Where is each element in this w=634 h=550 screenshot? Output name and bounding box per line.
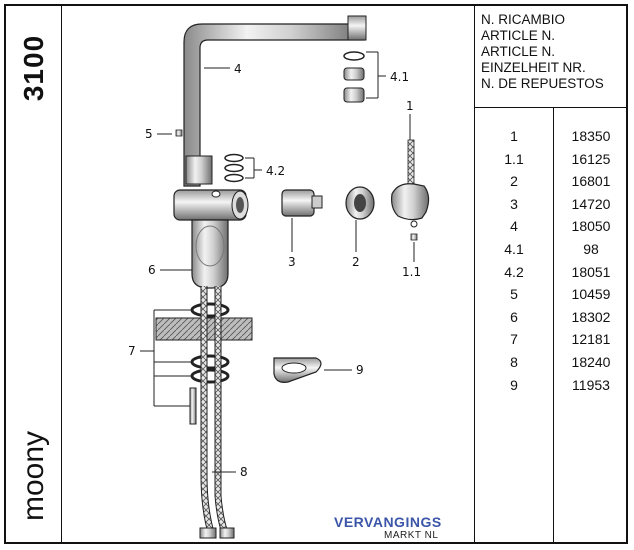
watermark-logo: VERVANGINGS MARKT NL — [334, 514, 454, 541]
callout-3: 3 — [288, 255, 296, 269]
header-line-german: EINZELHEIT NR. — [481, 60, 586, 75]
article-number: 18051 — [571, 263, 611, 280]
callout-1: 1 — [406, 99, 414, 113]
callout-1-1: 1.1 — [402, 265, 421, 279]
callout-9: 9 — [356, 363, 364, 377]
spout-part — [183, 15, 367, 187]
leader-lines — [140, 51, 415, 473]
bracket-part — [273, 357, 322, 383]
part-number: 7 — [510, 331, 518, 348]
table-row: 7 12181 — [475, 329, 627, 352]
article-number: 18350 — [571, 128, 611, 144]
table-row: 1 18350 — [475, 126, 627, 149]
table-row: 1.1 16125 — [475, 149, 627, 172]
article-number: 14720 — [571, 195, 611, 212]
grub-screw-part — [175, 129, 183, 137]
callout-7: 7 — [128, 344, 136, 358]
watermark-line-1: VERVANGINGS — [334, 514, 442, 530]
table-row: 5 10459 — [475, 284, 627, 307]
article-number: 11953 — [572, 376, 610, 393]
watermark-line-2: MARKT NL — [384, 530, 439, 541]
table-row: 9 11953 — [475, 375, 627, 398]
callout-4: 4 — [234, 62, 242, 76]
model-side-column: 3100 moony — [6, 6, 62, 542]
header-line-english: ARTICLE N. — [481, 28, 556, 43]
aerator-set-part — [343, 51, 365, 103]
column-divider — [553, 108, 554, 542]
exploded-view-sheet: 3100 moony — [4, 4, 628, 544]
part-number: 3 — [510, 195, 518, 212]
part-number: 1 — [510, 128, 518, 144]
article-number: 16125 — [571, 150, 611, 167]
table-row: 2 16801 — [475, 171, 627, 194]
article-number: 18240 — [571, 353, 611, 370]
part-number: 9 — [510, 376, 518, 393]
part-number: 8 — [510, 353, 518, 370]
callout-4-1: 4.1 — [390, 70, 409, 84]
part-number: 1.1 — [504, 150, 524, 167]
flex-hoses-part — [199, 286, 235, 539]
header-line-spanish: N. DE REPUESTOS — [481, 76, 604, 91]
exploded-diagram: 4 4.1 5 4.2 1 1.1 3 2 6 7 9 8 — [62, 6, 474, 542]
article-number: 18302 — [571, 308, 611, 325]
callout-4-2: 4.2 — [266, 164, 285, 178]
table-row: 4 18050 — [475, 216, 627, 239]
callout-5: 5 — [145, 127, 153, 141]
article-number: 12181 — [571, 331, 611, 348]
part-number: 6 — [510, 308, 518, 325]
table-row: 6 18302 — [475, 307, 627, 330]
mixer-body-part — [173, 189, 249, 221]
model-number: 3100 — [18, 34, 49, 102]
model-name: moony — [17, 430, 50, 522]
parts-table-rows: 1 18350 1.1 16125 2 16801 3 14720 4 18050 4.1… — [475, 126, 627, 397]
article-number: 18050 — [571, 218, 611, 235]
part-number: 2 — [510, 173, 518, 190]
parts-table-header: N. RICAMBIO ARTICLE N. ARTICLE N. EINZEL… — [475, 6, 627, 108]
cartridge-cap-part — [345, 186, 375, 220]
part-number: 4.2 — [504, 263, 524, 280]
table-row: 8 18240 — [475, 352, 627, 375]
article-number: 98 — [583, 240, 599, 257]
base-part — [191, 219, 229, 289]
cartridge-part — [281, 189, 323, 217]
header-line-italian: N. RICAMBIO — [481, 12, 566, 27]
parts-table: N. RICAMBIO ARTICLE N. ARTICLE N. EINZEL… — [474, 6, 628, 542]
header-line-french: ARTICLE N. — [481, 44, 556, 59]
table-row: 4.1 98 — [475, 239, 627, 262]
callout-8: 8 — [240, 465, 248, 479]
spout-seals-part — [185, 153, 244, 185]
callout-2: 2 — [352, 255, 360, 269]
article-number: 10459 — [571, 286, 611, 303]
lever-handle-part — [391, 139, 430, 241]
article-number: 16801 — [571, 173, 611, 190]
table-row: 3 14720 — [475, 194, 627, 217]
table-row: 4.2 18051 — [475, 262, 627, 285]
callout-6: 6 — [148, 263, 156, 277]
part-number: 4 — [510, 218, 518, 235]
part-number: 4.1 — [504, 240, 524, 257]
part-number: 5 — [510, 286, 518, 303]
